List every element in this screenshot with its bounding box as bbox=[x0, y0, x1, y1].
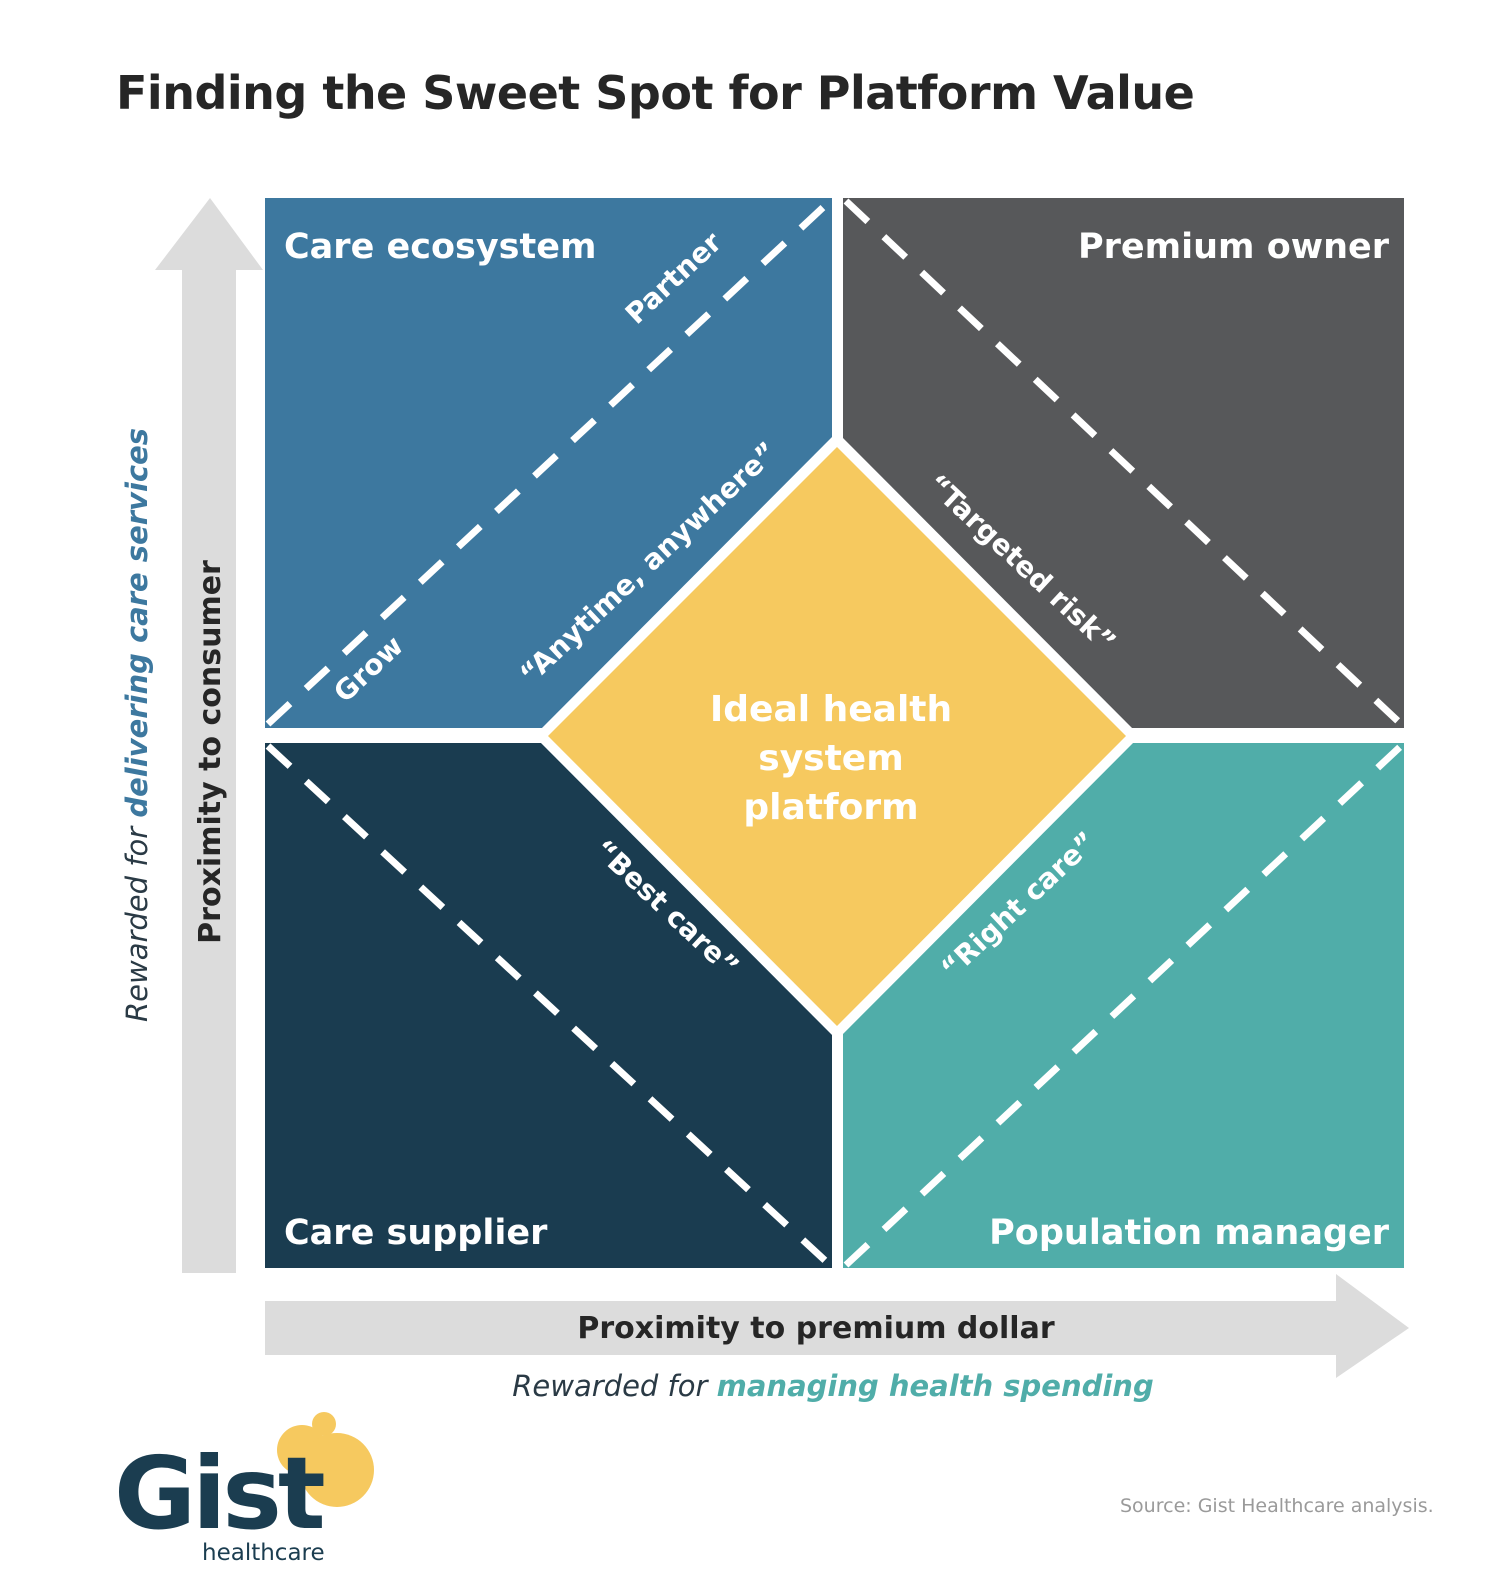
center-label-line2: system bbox=[758, 738, 903, 779]
logo-circle-large bbox=[300, 1433, 374, 1507]
center-diamond bbox=[548, 447, 1126, 1026]
y-axis-reward-label: Rewarded for delivering care services bbox=[120, 428, 154, 1022]
quadrant-label-care-ecosystem: Care ecosystem bbox=[284, 227, 596, 267]
dashed-line-care-ecosystem bbox=[265, 198, 833, 727]
y-axis-arrow bbox=[155, 198, 263, 1273]
logo-wordmark: Gist bbox=[114, 1435, 324, 1552]
x-axis-arrow bbox=[265, 1274, 1409, 1378]
center-label-line1: Ideal health bbox=[710, 689, 952, 730]
x-axis-reward-prefix: Rewarded for bbox=[512, 1369, 716, 1403]
dashed-line-premium-owner bbox=[843, 198, 1404, 727]
dashed-line-care-supplier bbox=[265, 743, 833, 1268]
logo-circle-small bbox=[312, 1412, 336, 1436]
y-axis-reward-emphasis: delivering care services bbox=[120, 428, 154, 818]
x-axis-reward-emphasis: managing health spending bbox=[717, 1369, 1154, 1403]
y-axis-label: Proximity to consumer bbox=[193, 560, 228, 944]
x-axis-label: Proximity to premium dollar bbox=[577, 1311, 1054, 1346]
center-label-line3: platform bbox=[743, 787, 918, 828]
x-axis-reward-label: Rewarded for managing health spending bbox=[512, 1369, 1153, 1403]
quadrant-label-population-manager: Population manager bbox=[989, 1213, 1390, 1253]
source-note: Source: Gist Healthcare analysis. bbox=[1120, 1495, 1434, 1517]
dashed-line-population-manager bbox=[843, 743, 1404, 1268]
y-axis-reward-prefix: Rewarded for bbox=[120, 818, 154, 1022]
gist-healthcare-logo: Gist healthcare bbox=[114, 1412, 374, 1566]
quadrant-label-care-supplier: Care supplier bbox=[284, 1213, 548, 1253]
quadrant-label-premium-owner: Premium owner bbox=[1078, 227, 1390, 267]
logo-subtitle: healthcare bbox=[202, 1540, 325, 1566]
page-title: Finding the Sweet Spot for Platform Valu… bbox=[116, 66, 1195, 120]
